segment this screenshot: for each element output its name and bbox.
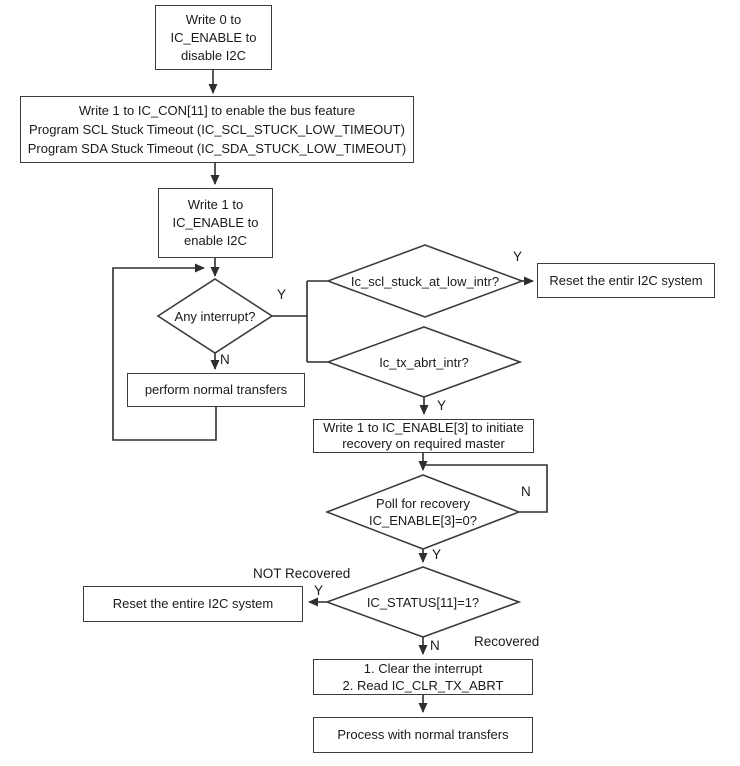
edge-label-not-recovered: NOT Recovered [253,566,351,581]
step-line: IC_ENABLE to [170,29,257,45]
step-line: disable I2C [180,47,247,63]
edge-label-scl-stuck-yes: Y [513,249,523,264]
flow-step-process-normal-transfers: Process with normal transfers [313,717,533,753]
step-line: Write 1 to [187,197,244,212]
step-line: IC_ENABLE to [172,215,259,230]
edge-poll-no-loop [423,464,548,513]
flow-step-configure-timeouts: Write 1 to IC_CON[11] to enable the bus … [20,96,414,163]
edge-loop-perform-to-any-interrupt [112,263,217,441]
step-line: Write 1 to IC_ENABLE[3] to initiate [323,420,524,435]
connector-lines [112,70,548,713]
decision-scl-stuck-shape [325,244,525,318]
decision-diamonds [156,244,525,638]
step-line: Program SCL Stuck Timeout (IC_SCL_STUCK_… [29,122,405,137]
flow-step-disable-i2c: Write 0 to IC_ENABLE to disable I2C [155,5,272,70]
edge-label-poll-no: N [521,484,531,499]
edge-label-any-interrupt-no: N [220,352,230,367]
flow-step-reset-entir-i2c: Reset the entir I2C system [537,263,715,298]
edge-label-recovered: Recovered [474,634,540,649]
decision-poll-recovery-shape [324,474,522,550]
decision-status-check-shape [324,566,522,638]
step-line: Process with normal transfers [337,727,509,742]
edge-label-status-yes: Y [314,583,324,598]
decision-tx-abrt-shape [325,326,523,398]
flow-step-enable-i2c: Write 1 to IC_ENABLE to enable I2C [158,188,273,258]
edge-label-status-no: N [430,638,440,653]
step-line: Reset the entir I2C system [549,272,703,288]
step-line: perform normal transfers [144,382,288,397]
flow-step-perform-normal-transfers: perform normal transfers [127,373,305,407]
step-line: 1. Clear the interrupt [363,661,483,676]
edge-label-any-interrupt-yes: Y [277,287,287,302]
flow-step-reset-entire-i2c: Reset the entire I2C system [83,586,303,622]
edge-label-poll-yes: Y [432,547,442,562]
step-line: enable I2C [184,233,247,248]
flow-step-clear-interrupt: 1. Clear the interrupt 2. Read IC_CLR_TX… [313,659,533,695]
step-line: recovery on required master [342,436,505,451]
step-line: Reset the entire I2C system [112,596,274,611]
flow-step-initiate-recovery: Write 1 to IC_ENABLE[3] to initiate reco… [313,419,534,453]
decision-any-interrupt-shape [156,278,274,354]
edge-any-interrupt-branch [272,280,328,363]
step-line: Write 0 to [185,11,242,27]
step-line: Write 1 to IC_CON[11] to enable the bus … [78,103,356,118]
step-line: Program SDA Stuck Timeout (IC_SDA_STUCK_… [27,141,407,156]
step-line: 2. Read IC_CLR_TX_ABRT [342,678,504,693]
edge-label-tx-abrt-yes: Y [437,398,447,413]
